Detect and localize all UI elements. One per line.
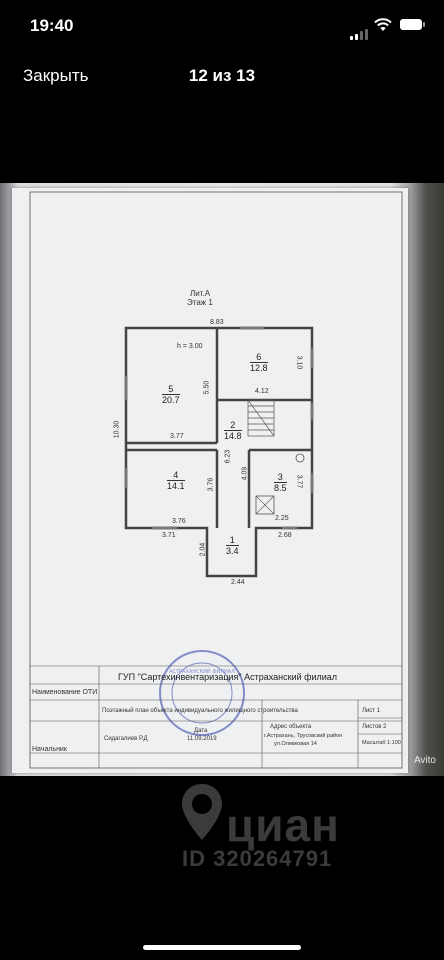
dim-r2-a: 6.23 bbox=[224, 449, 232, 464]
room-6: 6 12.8 bbox=[250, 352, 268, 373]
home-indicator[interactable] bbox=[143, 945, 301, 950]
battery-icon bbox=[400, 19, 425, 30]
room-area: 8.5 bbox=[274, 482, 287, 493]
chief-label: Начальник bbox=[32, 746, 67, 753]
dim-top: 8.83 bbox=[210, 319, 224, 326]
photo-counter: 12 из 13 bbox=[188, 66, 256, 85]
floor-plan-drawing: АСТРАХАНСКИЙ ФИЛИАЛ bbox=[29, 191, 403, 769]
dim-r4-h: 3.76 bbox=[207, 477, 215, 492]
dim-bottom-right: 2.68 bbox=[278, 532, 292, 539]
floor-plan-document: АСТРАХАНСКИЙ ФИЛИАЛ Лит.А Этаж 1 8.83 10… bbox=[12, 188, 408, 773]
address-line1: г.Астрахань, Трусовский район bbox=[264, 733, 343, 739]
room-5: 5 20.7 bbox=[162, 384, 180, 405]
status-time: 19:40 bbox=[30, 16, 74, 35]
org-label: Наименование ОТИ bbox=[32, 689, 98, 696]
cellular-signal-icon bbox=[350, 22, 370, 40]
chief-name: Сидагалиев Р.Д bbox=[104, 736, 148, 742]
status-bar: 19:40 bbox=[0, 0, 444, 54]
room-area: 20.7 bbox=[162, 394, 180, 405]
room-1: 1 3.4 bbox=[226, 535, 239, 556]
room-2: 2 14.8 bbox=[224, 420, 242, 441]
avito-watermark: Avito bbox=[413, 755, 436, 766]
room-number: 2 bbox=[230, 420, 236, 430]
address-line2: ул.Оливковая 14 bbox=[274, 741, 317, 747]
plan-title: Поэтажный план объекта индивидуального ж… bbox=[102, 708, 298, 714]
close-button[interactable]: Закрыть bbox=[23, 66, 89, 85]
dim-r5-w: 3.77 bbox=[170, 433, 184, 440]
listing-id: ID 320264791 bbox=[182, 846, 333, 871]
room-area: 3.4 bbox=[226, 545, 239, 556]
sheet-count: Листов 2 bbox=[362, 724, 387, 730]
dim-r3-w: 2.25 bbox=[275, 515, 289, 522]
dim-r6-w: 4.12 bbox=[255, 388, 269, 395]
org-name: ГУП "Сартехинвентаризация" Астраханский … bbox=[118, 672, 338, 682]
date-value: 11.09.2019 bbox=[187, 736, 217, 742]
dim-left: 10.30 bbox=[113, 420, 121, 439]
room-number: 6 bbox=[256, 352, 262, 362]
org-stamp: АСТРАХАНСКИЙ ФИЛИАЛ bbox=[159, 650, 245, 736]
map-pin-icon bbox=[182, 784, 222, 840]
svg-text:АСТРАХАНСКИЙ ФИЛИАЛ: АСТРАХАНСКИЙ ФИЛИАЛ bbox=[169, 668, 235, 675]
dim-r6-h: 3.10 bbox=[295, 355, 303, 370]
dim-r5-h: 5.50 bbox=[203, 380, 211, 395]
sheet-number: Лист 1 bbox=[362, 708, 381, 714]
dim-r2-b: 4.09 bbox=[241, 466, 249, 481]
dim-bottom-left: 3.71 bbox=[162, 532, 176, 539]
dim-porch-h: 2.04 bbox=[199, 542, 207, 557]
wifi-icon bbox=[374, 18, 392, 31]
room-4: 4 14.1 bbox=[167, 470, 185, 491]
lit-label: Лит.А bbox=[190, 289, 211, 298]
room-number: 1 bbox=[229, 535, 235, 545]
room-number: 3 bbox=[277, 472, 283, 482]
scale-label: Масштаб 1:100 bbox=[362, 740, 401, 746]
viewer-header: Закрыть 12 из 13 bbox=[0, 54, 444, 98]
ceiling-height: h = 3.00 bbox=[177, 343, 203, 350]
cian-brand: циан bbox=[226, 799, 340, 851]
room-area: 14.1 bbox=[167, 480, 185, 491]
room-3: 3 8.5 bbox=[274, 472, 287, 493]
room-area: 12.8 bbox=[250, 362, 268, 373]
dim-r3-h: 3.77 bbox=[295, 474, 303, 489]
room-area: 14.8 bbox=[224, 430, 242, 441]
floor-label: Этаж 1 bbox=[187, 298, 213, 307]
cian-watermark: циан ID 320264791 bbox=[180, 782, 420, 882]
room-number: 5 bbox=[168, 384, 174, 394]
address-label: Адрес объекта bbox=[270, 724, 312, 730]
dim-r4-w: 3.76 bbox=[172, 518, 186, 525]
date-label: Дата bbox=[194, 728, 208, 734]
room-number: 4 bbox=[173, 470, 179, 480]
dim-porch-w: 2.44 bbox=[231, 579, 245, 586]
floor-plan-photo[interactable]: АСТРАХАНСКИЙ ФИЛИАЛ Лит.А Этаж 1 8.83 10… bbox=[0, 183, 444, 776]
